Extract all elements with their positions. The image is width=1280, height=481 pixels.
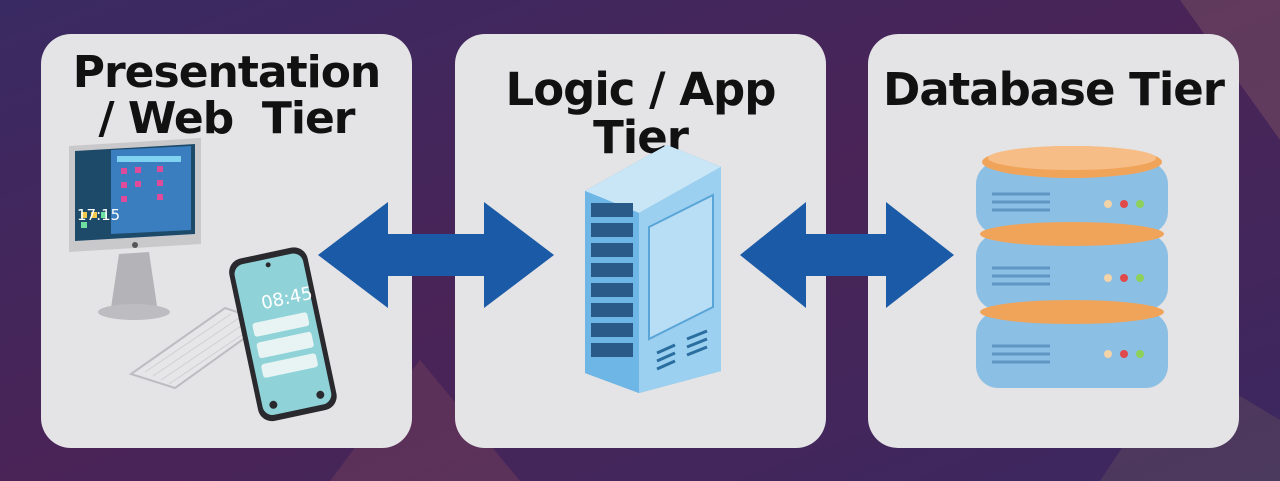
desktop-monitor-icon bbox=[69, 138, 201, 320]
server-rack-icon bbox=[585, 145, 721, 393]
logic-app-tier-title: Logic / App Tier bbox=[505, 63, 777, 164]
presentation-tier-title-line1: Presentation bbox=[72, 47, 382, 98]
bidirectional-arrow-icon bbox=[740, 202, 954, 308]
bidirectional-arrow-icon bbox=[318, 202, 554, 308]
database-stack-icon bbox=[976, 146, 1168, 388]
database-tier-title: Database Tier bbox=[883, 63, 1225, 116]
presentation-tier-title: Presentation / Web Tier bbox=[41, 50, 412, 142]
monitor-clock: 17:15 bbox=[77, 206, 121, 224]
smartphone-icon bbox=[229, 247, 337, 422]
presentation-tier-title-line2: / Web Tier bbox=[98, 93, 356, 144]
